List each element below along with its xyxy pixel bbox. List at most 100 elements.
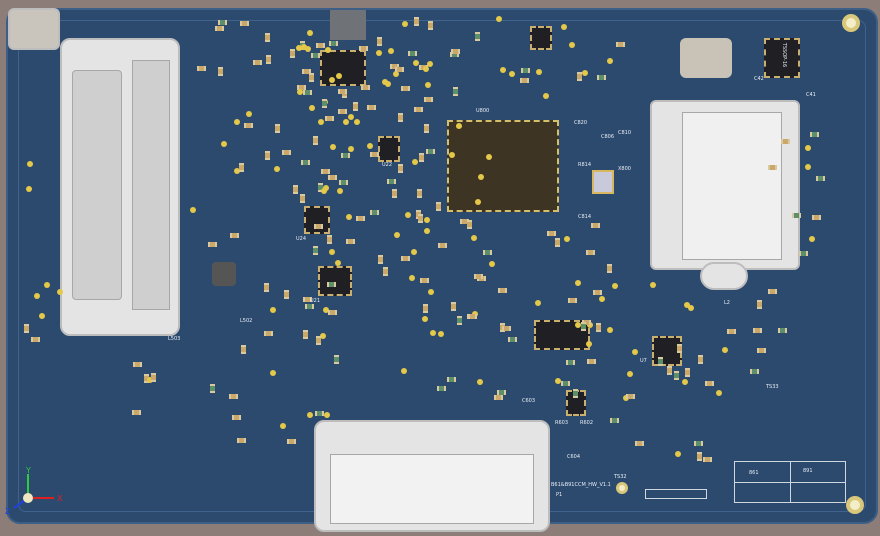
via: [330, 144, 337, 151]
smd-component: [475, 32, 481, 42]
ref-c41: C41: [806, 92, 816, 98]
smd-component: [313, 224, 323, 230]
testpoint-ts33-label: TS33: [766, 384, 779, 390]
via: [408, 275, 415, 282]
smd-component: [456, 316, 462, 326]
tssop-label: TSSOP-16: [781, 42, 788, 68]
smd-component: [315, 411, 325, 417]
smd-component: [376, 36, 382, 46]
via: [495, 15, 502, 22]
smd-component: [417, 213, 423, 223]
via: [805, 163, 812, 170]
via: [535, 299, 542, 306]
via: [387, 47, 394, 54]
right-connector-latch: [700, 262, 748, 290]
via: [329, 76, 336, 83]
smd-component: [338, 179, 348, 185]
via: [190, 207, 197, 214]
smd-component: [573, 388, 578, 398]
axis-triad: Y X Z: [5, 466, 63, 516]
smd-component: [615, 42, 625, 48]
via: [425, 81, 432, 88]
smd-component: [634, 441, 644, 447]
smd-component: [265, 33, 271, 43]
smd-component: [777, 327, 787, 333]
smd-component: [328, 40, 338, 46]
via: [808, 236, 815, 243]
table-label-861: 861: [749, 470, 759, 476]
via: [279, 422, 286, 429]
smd-component: [232, 414, 242, 420]
smd-component: [625, 394, 635, 400]
smd-component: [417, 189, 423, 199]
smd-component: [397, 113, 403, 123]
smd-component: [816, 175, 826, 181]
ref-c806: C806: [601, 134, 615, 140]
smd-component: [595, 322, 601, 332]
smd-component: [419, 277, 429, 283]
smd-component: [316, 335, 322, 345]
smd-component: [677, 343, 683, 353]
smd-component: [400, 256, 410, 262]
via: [563, 235, 570, 242]
via: [500, 66, 507, 73]
smd-component: [450, 48, 460, 54]
crystal: [592, 170, 614, 194]
via: [649, 281, 656, 288]
via: [575, 279, 582, 286]
ic-top: [320, 50, 366, 86]
via: [560, 24, 567, 31]
smd-component: [302, 89, 312, 95]
smd-component: [253, 60, 263, 66]
smd-component: [727, 329, 737, 335]
smd-component: [370, 151, 380, 157]
smd-component: [568, 297, 578, 303]
smd-component: [474, 273, 484, 279]
via: [675, 451, 682, 457]
smd-component: [697, 355, 703, 364]
smd-component: [297, 84, 307, 90]
smd-component: [301, 68, 311, 74]
smd-component: [316, 42, 326, 48]
smd-component: [312, 136, 318, 146]
via: [456, 123, 463, 130]
smd-component: [437, 385, 447, 391]
via: [430, 329, 437, 336]
smd-component: [237, 437, 246, 443]
via: [300, 43, 307, 50]
via: [385, 80, 392, 87]
smd-component: [308, 73, 314, 83]
via: [412, 59, 419, 66]
axis-z-label: Z: [5, 507, 11, 516]
smd-component: [697, 452, 703, 462]
smd-component: [496, 389, 506, 395]
ref-u24: U24: [296, 236, 307, 242]
ref-c810: C810: [618, 130, 632, 136]
smd-component: [382, 266, 388, 276]
smd-component: [327, 235, 333, 245]
ref-u21: U21: [310, 298, 321, 304]
smd-component: [482, 249, 492, 255]
smd-component: [586, 250, 596, 256]
smd-component: [428, 21, 434, 31]
smd-component: [397, 164, 403, 174]
via: [270, 370, 277, 377]
smd-component: [333, 355, 339, 365]
via: [39, 313, 46, 320]
via: [322, 184, 329, 191]
via: [542, 92, 549, 99]
ic-u21: [318, 266, 352, 296]
via: [56, 288, 63, 295]
via: [585, 340, 592, 347]
smd-component: [132, 409, 142, 415]
smd-component: [326, 281, 336, 287]
smd-component: [750, 368, 760, 374]
smd-component: [238, 162, 244, 172]
smd-component: [337, 109, 347, 115]
via: [476, 379, 483, 386]
smd-component: [359, 46, 369, 52]
via: [554, 377, 561, 384]
via: [25, 185, 32, 192]
smd-component: [418, 153, 424, 163]
smd-component: [302, 330, 308, 340]
